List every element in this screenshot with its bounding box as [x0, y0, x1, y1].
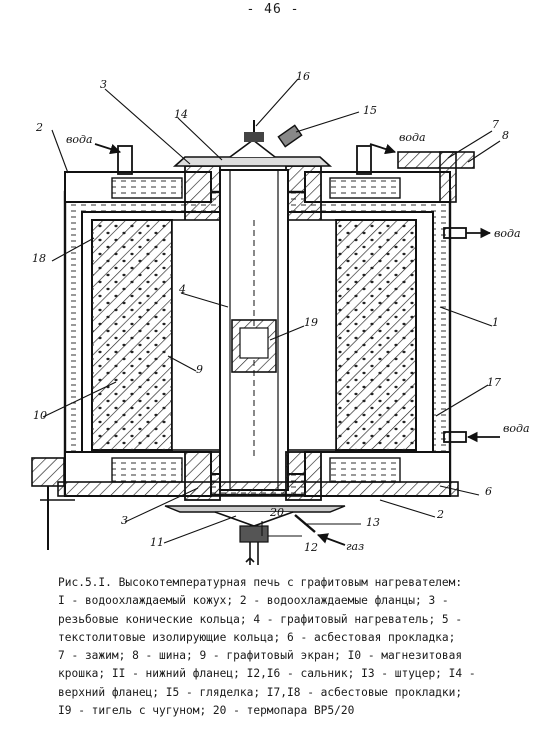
- callout-numbers: 1 2 2 3 3 4 6 7 8 9 10 11 12 13 14 15 16…: [32, 70, 509, 554]
- callout-3-top: 3: [100, 78, 107, 91]
- water-pipes: [94, 143, 500, 546]
- callout-15: 15: [363, 104, 377, 117]
- caption-line: верхний фланец; I5 - гляделка; I7,I8 - а…: [58, 685, 463, 699]
- screen-and-fill: [91, 219, 417, 451]
- callout-20: 20: [269, 506, 284, 519]
- callout-8: 8: [502, 129, 509, 142]
- callout-11: 11: [150, 536, 164, 549]
- callout-2: 2: [436, 508, 444, 521]
- callout-10: 10: [33, 409, 47, 422]
- clamp-and-busbar: [31, 151, 475, 550]
- top-flanges: [64, 120, 451, 222]
- label-gas: газ: [346, 540, 364, 553]
- bottom-flanges: [57, 451, 459, 543]
- flow-labels: вода вода вода вода газ: [66, 131, 530, 553]
- callout-3-bottom: 3: [121, 514, 128, 527]
- label-water-in-top: вода: [66, 133, 93, 146]
- furnace-diagram: 1 2 2 3 3 4 6 7 8 9 10 11 12 13 14 15 16…: [31, 70, 530, 565]
- callout-18: 18: [32, 252, 46, 265]
- callout-16: 16: [296, 70, 310, 83]
- callout-7: 7: [492, 118, 499, 131]
- label-water-out-side: вода: [494, 227, 521, 240]
- furnace-figure: 1 2 2 3 3 4 6 7 8 9 10 11 12 13 14 15 16…: [0, 40, 546, 570]
- leader-lines: [42, 78, 501, 544]
- label-water-in-side: вода: [503, 422, 530, 435]
- caption-line: 7 - зажим; 8 - шина; 9 - графитовый экра…: [58, 649, 463, 663]
- caption-line: текстолитовые изолирующие кольца; 6 - ас…: [58, 630, 456, 644]
- callout-9: 9: [196, 363, 203, 376]
- callout-13: 13: [366, 516, 380, 529]
- label-water-out-top: вода: [399, 131, 426, 144]
- callout-1: 1: [492, 316, 499, 329]
- callout-17: 17: [487, 376, 501, 389]
- caption-line: I - водоохлаждаемый кожух; 2 - водоохлаж…: [58, 594, 449, 608]
- callout-14: 14: [174, 108, 188, 121]
- callout-19: 19: [304, 316, 318, 329]
- callout-4: 4: [178, 283, 186, 296]
- caption-line: I9 - тигель с чугуном; 20 - термопара ВР…: [58, 704, 355, 718]
- callout-2-top: 2: [35, 121, 43, 134]
- thermocouple: [245, 542, 259, 565]
- page-number: - 46 -: [246, 2, 300, 17]
- caption-title: Рис.5.I. Высокотемпературная печь с граф…: [58, 576, 463, 589]
- caption-line: крошка; II - нижний фланец; I2,I6 - саль…: [58, 667, 476, 681]
- callout-6: 6: [485, 485, 492, 498]
- caption-line: резьбовые конические кольца; 4 - графито…: [58, 612, 463, 626]
- figure-caption: Рис.5.I. Высокотемпературная печь с граф…: [58, 574, 538, 720]
- graphite-heater: [219, 169, 289, 491]
- callout-12: 12: [304, 541, 318, 554]
